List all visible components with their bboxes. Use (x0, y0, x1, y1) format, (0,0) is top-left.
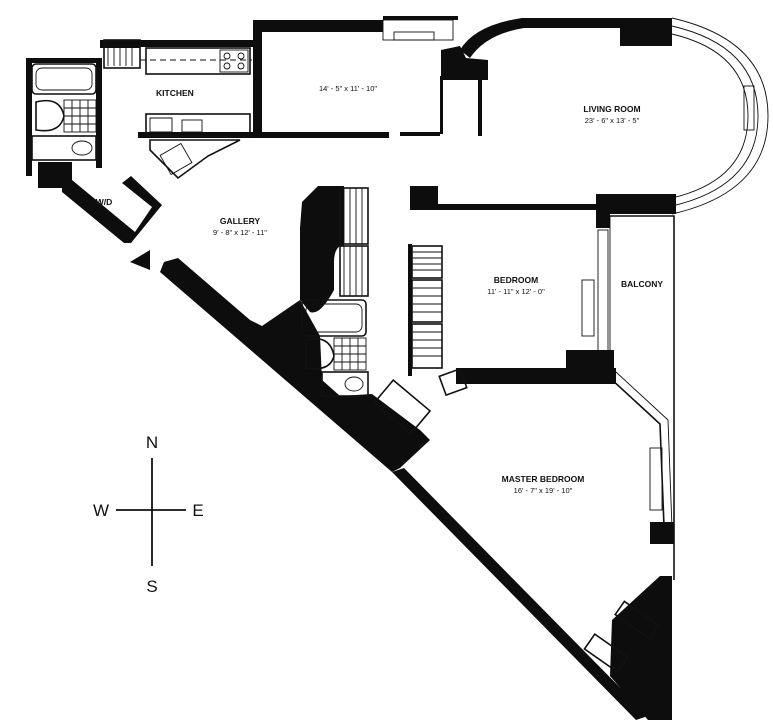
walls (26, 16, 676, 720)
bedroom-label: BEDROOM (494, 275, 538, 285)
living-room-dims: 23' - 6" x 13' - 5" (585, 116, 640, 125)
compass-south: S (146, 577, 157, 596)
master-bedroom-dims: 16' - 7" x 19' - 10" (514, 486, 573, 495)
fixtures (31, 39, 660, 673)
walk-in-closet-label-line2: closet (619, 658, 634, 664)
washer-dryer-label: W/D (96, 197, 113, 207)
compass-north: N (146, 433, 158, 452)
master-bedroom-label: MASTER BEDROOM (502, 474, 585, 484)
compass-west: W (93, 501, 109, 520)
gallery-dims: 9' - 8" x 12' - 11" (213, 228, 267, 237)
room-labels: KITCHEN 14' - 5" x 11' - 10" LIVING ROOM… (96, 84, 664, 664)
living-room-label: LIVING ROOM (583, 104, 640, 114)
balcony-label: BALCONY (621, 279, 663, 289)
gallery-label: GALLERY (220, 216, 261, 226)
partitions (140, 17, 769, 580)
compass-rose: N S E W (93, 433, 204, 596)
bedroom-dims: 11' - 11" x 12' - 0" (487, 287, 545, 296)
compass-east: E (192, 501, 203, 520)
dining-dims: 14' - 5" x 11' - 10" (319, 84, 377, 93)
walk-in-closet-label-line1: walk in (617, 650, 635, 656)
kitchen-label: KITCHEN (156, 88, 194, 98)
